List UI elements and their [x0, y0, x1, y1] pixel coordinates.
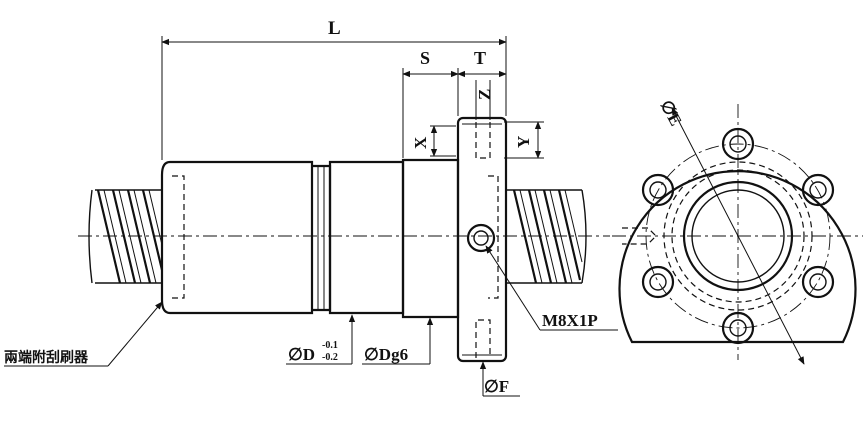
dimension-z: Z	[475, 80, 494, 120]
lube-port-inner	[473, 230, 489, 246]
nut-groove	[312, 164, 332, 312]
dimension-f: ∅F	[479, 361, 520, 397]
lube-port-outer	[466, 223, 496, 253]
dimension-x-label: X	[411, 136, 430, 149]
dimension-t-label: T	[474, 48, 486, 68]
callout-lube-port-label: M8X1P	[542, 311, 598, 330]
nut-flange	[456, 116, 508, 363]
dimension-e-label: ∅E	[656, 97, 685, 129]
nut-right-section	[328, 160, 405, 315]
dimension-l: L	[161, 18, 507, 160]
dimension-dg-label: ∅Dg6	[364, 345, 408, 364]
callout-lube-port: M8X1P	[485, 245, 618, 331]
screw-thread-left	[88, 189, 164, 284]
dimension-l-label: L	[328, 18, 341, 39]
dimension-d: ∅D -0.1 -0.2	[286, 314, 356, 365]
dimension-y: Y	[504, 121, 544, 159]
nut-left-section	[160, 160, 314, 315]
dimension-s-label: S	[420, 48, 430, 68]
dimension-y-label: Y	[514, 136, 533, 148]
dimension-d-tolerance-upper: -0.1	[322, 340, 338, 351]
dimension-f-label: ∅F	[484, 377, 509, 396]
nut-neck	[401, 158, 460, 319]
dimension-s-t: S T	[402, 48, 507, 158]
dimension-dg: ∅Dg6	[362, 317, 434, 365]
side-view: L S T Z X Y	[4, 18, 618, 397]
dimension-e: ∅E	[656, 97, 805, 365]
dimension-d-label: ∅D	[288, 345, 315, 364]
front-view: ∅E	[612, 97, 863, 365]
callout-wipers: 兩端附刮刷器	[4, 301, 163, 367]
screw-thread-right	[506, 189, 587, 284]
callout-wipers-label: 兩端附刮刷器	[4, 349, 89, 366]
dimension-z-label: Z	[475, 89, 494, 100]
dimension-x: X	[411, 125, 456, 157]
dimension-d-tolerance-lower: -0.2	[322, 352, 338, 363]
